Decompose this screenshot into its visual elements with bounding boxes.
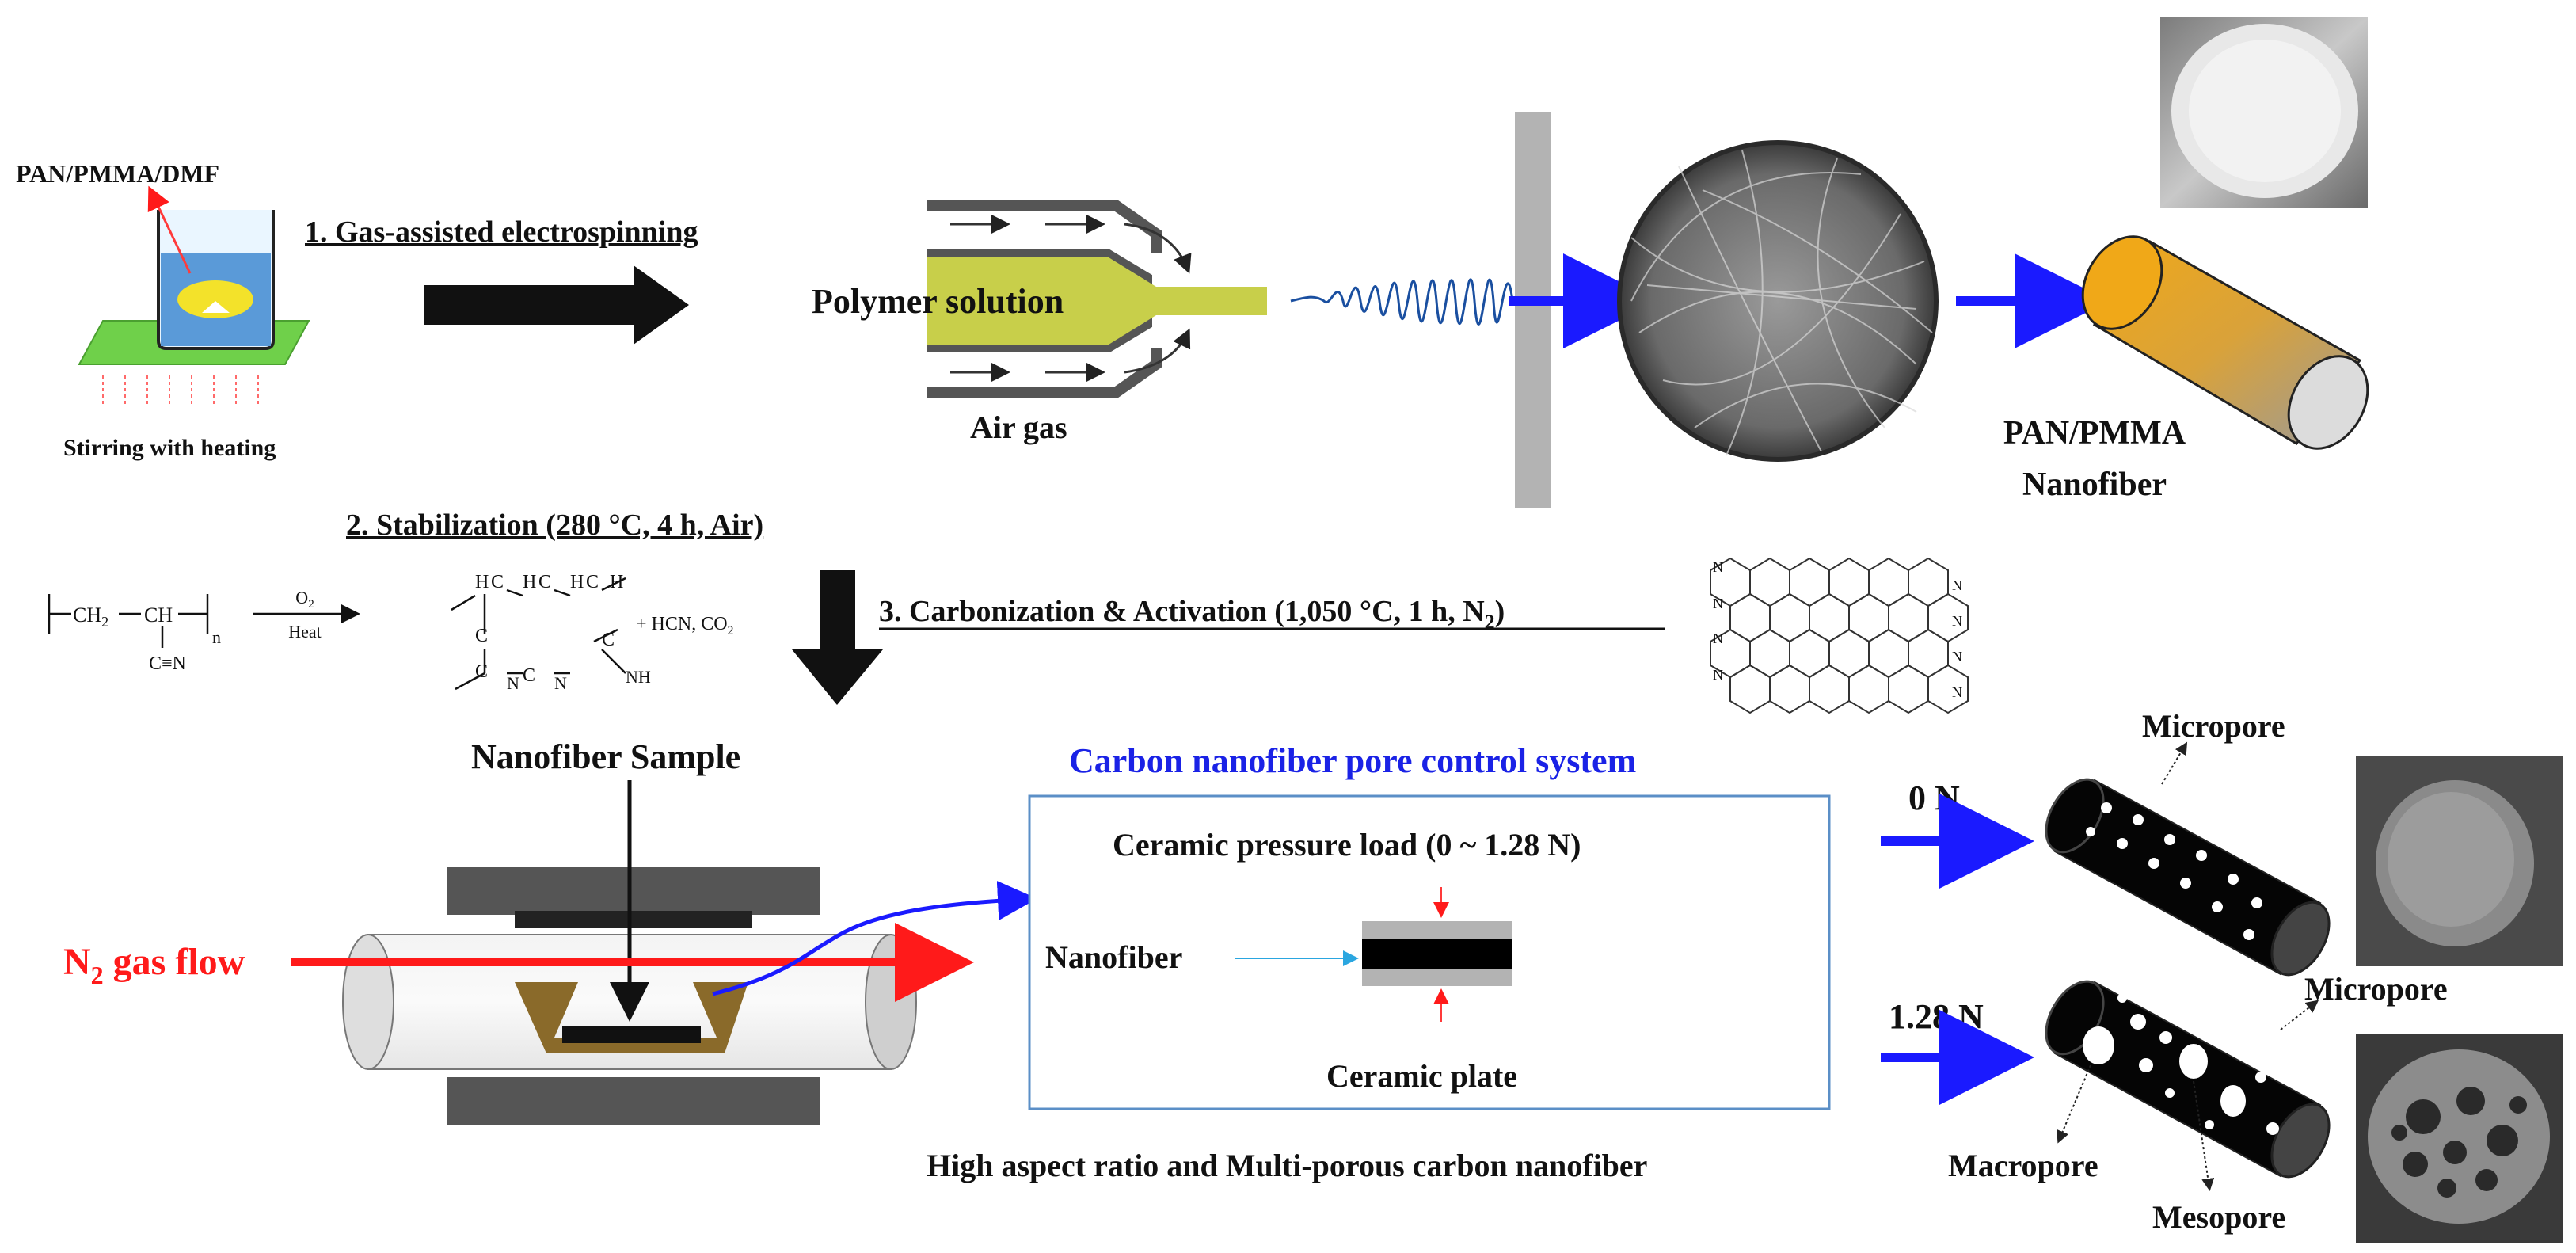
chemistry-scheme: CH2 CH C≡N n O2 Heat H C H C H C H C C C… (48, 572, 734, 693)
svg-text:C: C (602, 630, 615, 650)
svg-text:C: C (538, 572, 551, 592)
svg-text:O2: O2 (295, 588, 314, 611)
svg-text:N: N (1713, 667, 1723, 683)
jet-wave (1290, 278, 1514, 326)
svg-text:N: N (507, 673, 519, 693)
sem-cross-section-top (2356, 756, 2563, 966)
svg-text:H: H (475, 572, 489, 592)
nanofiber-cylinder-icon (2081, 235, 2369, 450)
nanofiber-label-2: Nanofiber (2022, 467, 2167, 503)
stirring-label: Stirring with heating (63, 435, 276, 461)
micropore-pointer-top (2161, 741, 2188, 785)
membrane-photo (2160, 17, 2368, 208)
svg-text:N: N (1713, 630, 1723, 646)
lattice-n-labels: N N N N N N N N (1713, 559, 1962, 700)
svg-text:Heat: Heat (288, 622, 322, 642)
svg-text:H: H (523, 572, 536, 592)
step3-label: 3. Carbonization & Activation (1,050 °C,… (879, 595, 1505, 634)
micropore-top-label: Micropore (2142, 708, 2285, 744)
nanofiber-box-label: Nanofiber (1045, 939, 1182, 975)
svg-text:C: C (491, 572, 504, 592)
svg-text:n: n (212, 627, 221, 647)
load-zero-label: 0 N (1908, 779, 1960, 817)
n2-flow-label: N2 gas flow (63, 941, 245, 989)
svg-text:+ HCN, CO2: + HCN, CO2 (636, 614, 734, 638)
sem-circle-icon (1617, 140, 1939, 462)
svg-text:H: H (570, 572, 584, 592)
macropore-pointer (2057, 1064, 2091, 1144)
svg-text:C: C (475, 626, 488, 646)
collector-icon (1515, 112, 1551, 508)
pore-system-title: Carbon nanofiber pore control system (1069, 741, 1636, 780)
svg-text:C: C (475, 661, 488, 682)
ceramic-stack-icon (1235, 887, 1512, 1022)
solution-label: PAN/PMMA/DMF (16, 159, 219, 188)
lattice-icon (1710, 557, 1969, 714)
ceramic-plate-label: Ceramic plate (1326, 1058, 1517, 1094)
step1-label: 1. Gas-assisted electrospinning (305, 215, 698, 249)
svg-text:N: N (1952, 577, 1962, 593)
svg-text:N: N (1713, 559, 1723, 575)
svg-text:C≡N: C≡N (149, 653, 186, 674)
svg-text:N: N (1952, 684, 1962, 700)
svg-text:NH: NH (626, 667, 651, 687)
ceramic-load-label: Ceramic pressure load (0 ~ 1.28 N) (1113, 827, 1581, 863)
micropore-mid-label: Micropore (2304, 971, 2448, 1007)
polymer-solution-label: Polymer solution (812, 282, 1064, 321)
macropore-label: Macropore (1948, 1148, 2098, 1183)
porous-fiber-icon-lower (2045, 980, 2331, 1179)
svg-text:C: C (523, 665, 535, 686)
mesopore-label: Mesopore (2152, 1199, 2285, 1235)
step2-label: 2. Stabilization (280 °C, 4 h, Air) (346, 508, 763, 542)
sem-cross-section-bottom (2356, 1034, 2563, 1243)
svg-text:N: N (554, 673, 567, 693)
porous-fiber-icon (2045, 778, 2331, 977)
svg-text:CH: CH (144, 604, 173, 626)
svg-text:N: N (1952, 613, 1962, 629)
nanofiber-label-1: PAN/PMMA (2003, 415, 2186, 451)
nanofiber-sample-label: Nanofiber Sample (471, 737, 740, 776)
svg-text:N: N (1713, 596, 1723, 611)
step1-arrow (424, 265, 689, 345)
zoom-connector (712, 881, 1037, 996)
air-gas-label: Air gas (970, 409, 1067, 445)
svg-text:N: N (1952, 649, 1962, 665)
svg-text:CH2: CH2 (73, 604, 108, 630)
step2-arrow (792, 570, 883, 705)
load-max-label: 1.28 N (1889, 997, 1984, 1036)
nozzle-icon (927, 200, 1267, 398)
bottom-caption: High aspect ratio and Multi-porous carbo… (927, 1148, 1647, 1183)
beaker-icon (147, 185, 275, 350)
svg-text:C: C (586, 572, 599, 592)
mesopore-pointer (2193, 1080, 2215, 1191)
